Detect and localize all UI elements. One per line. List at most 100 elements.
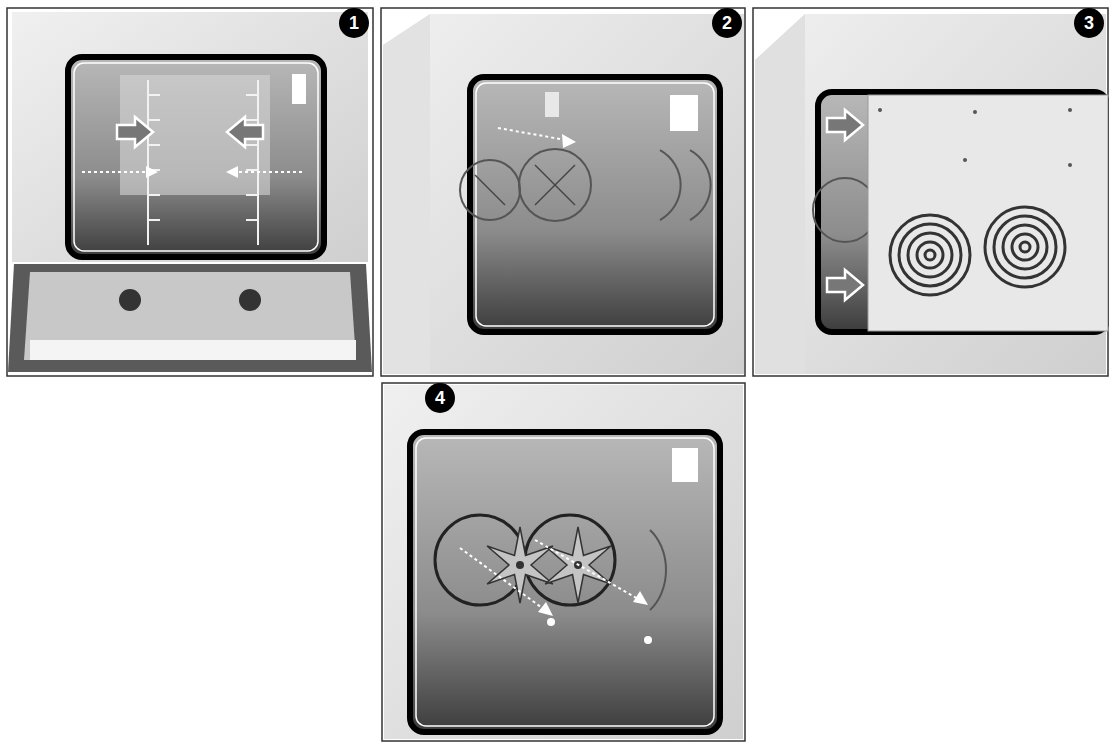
panel-one-part	[226, 166, 238, 178]
panel-one-part	[146, 166, 158, 178]
panel-one-part-part	[246, 194, 258, 196]
panel-three-part	[755, 14, 805, 374]
panel-four-part	[644, 636, 652, 644]
panel-two-part	[460, 149, 711, 221]
panel-four-part	[435, 515, 666, 610]
panel-one-part-part	[148, 194, 160, 196]
panel-three-part	[827, 110, 863, 140]
panel-three-part-part	[1068, 108, 1072, 112]
panel-two-part-part	[690, 150, 711, 220]
panel-four-part	[384, 385, 743, 739]
panel-three	[753, 8, 1108, 376]
panel-four-part	[547, 618, 555, 626]
panel-four-part	[416, 438, 714, 726]
panel-four	[382, 383, 745, 741]
panel-three-part	[818, 92, 1108, 332]
panel-one-part	[30, 340, 356, 360]
panel-two-part-part	[535, 165, 575, 205]
callout-number: 1	[340, 9, 368, 37]
panel-two	[381, 8, 745, 376]
panel-one-part	[82, 171, 302, 173]
panel-two-part	[498, 128, 566, 140]
panel-three-part-part	[1068, 163, 1072, 167]
panel-three-part	[878, 108, 1072, 167]
panel-four-part	[633, 591, 648, 605]
panel-three-part-part	[1020, 242, 1030, 252]
panel-three-part-part	[963, 158, 967, 162]
panel-four-part-part	[525, 515, 615, 605]
panel-one-part-part	[82, 171, 150, 173]
panel-four-part	[382, 383, 745, 741]
callout-badge	[339, 8, 1104, 413]
panel-one-part	[117, 117, 153, 147]
panel-one-part-part	[246, 144, 258, 146]
panel-four-part-part	[460, 548, 545, 610]
panel-two-part	[470, 77, 720, 332]
panel-three-part-part	[994, 216, 1056, 278]
panel-two-part-part	[519, 149, 591, 221]
panel-two-part	[475, 165, 575, 205]
panel-two-part-part	[660, 150, 681, 220]
panel-one-part	[74, 63, 318, 251]
panel-three-part	[890, 207, 1065, 295]
panel-two-part-part	[475, 175, 505, 205]
panel-two-part	[476, 83, 714, 326]
callout-badge-part	[339, 8, 369, 38]
callout-badge-part	[1074, 8, 1104, 38]
panel-one-part	[239, 289, 261, 311]
panel-one-part-part	[148, 144, 160, 146]
panel-three-part-part	[973, 110, 977, 114]
panel-one-part-part	[148, 219, 160, 221]
panel-one-part-part	[246, 94, 258, 96]
panel-two-part	[381, 8, 745, 376]
fan-impeller-part	[516, 561, 524, 569]
callout-badge-part	[425, 383, 455, 413]
panel-one	[7, 8, 373, 376]
panel-two-part	[562, 134, 576, 148]
panel-three-part-part	[1012, 234, 1038, 260]
panel-four-part	[410, 432, 720, 732]
panel-two-part	[545, 92, 559, 117]
panel-one-part	[292, 74, 306, 104]
panel-two-part	[670, 95, 698, 131]
panel-three-part-part	[878, 108, 882, 112]
panel-one-part	[68, 57, 324, 257]
panel-one-part	[148, 80, 258, 245]
panel-two-part	[383, 14, 430, 374]
panel-three-part	[827, 270, 863, 300]
panel-three-part-part	[899, 224, 961, 286]
panel-one-part-part	[234, 171, 302, 173]
callout-badge-part	[712, 8, 742, 38]
panel-two-part-part	[460, 160, 520, 220]
panel-three-part-part	[1003, 225, 1047, 269]
panel-three-part	[753, 8, 1108, 376]
panel-two-part-part	[535, 165, 575, 205]
panel-one-part-part	[246, 169, 258, 171]
panel-four-part	[672, 448, 698, 482]
callout-number: 2	[713, 9, 741, 37]
panel-one-part-part	[148, 119, 160, 121]
panel-one-part	[8, 264, 372, 372]
panel-four-part	[460, 540, 640, 610]
panel-one-part	[7, 8, 373, 376]
callout-number: 3	[1075, 9, 1103, 37]
panel-one-part-part	[148, 94, 160, 96]
panel-one-part	[12, 12, 368, 262]
panel-one-part	[119, 289, 141, 311]
panel-three-part-part	[917, 242, 943, 268]
panel-three-part-part	[985, 207, 1065, 287]
panel-one-part-part	[246, 219, 258, 221]
panel-one-part	[24, 272, 356, 360]
panel-three-part	[868, 95, 1108, 331]
panel-two-part	[383, 14, 744, 374]
panel-one-part-part	[246, 119, 258, 121]
panel-four-part-part	[650, 530, 666, 610]
panel-one-part	[227, 117, 263, 147]
panel-three-part	[813, 178, 877, 242]
fan-impeller	[487, 527, 611, 603]
panel-three-part-part	[890, 215, 970, 295]
panel-four-part-part	[535, 540, 640, 600]
panel-four-part	[538, 602, 553, 616]
